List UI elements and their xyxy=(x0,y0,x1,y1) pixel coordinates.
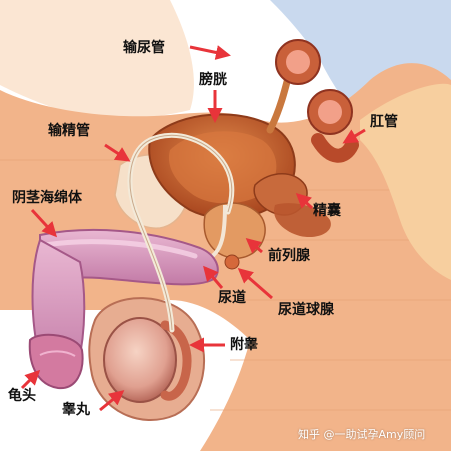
label-epididymis: 附睾 xyxy=(230,337,258,353)
arrow-rectum xyxy=(342,128,366,144)
glans-shape xyxy=(28,333,84,390)
arrow-seminal xyxy=(295,192,314,210)
penis-corpus xyxy=(42,239,198,259)
background-light-region xyxy=(0,0,194,118)
label-ureter: 输尿管 xyxy=(123,40,165,56)
label-bladder: 膀胱 xyxy=(199,72,227,88)
label-rectum: 肛管 xyxy=(370,114,398,130)
background-blue-region xyxy=(150,0,451,200)
arrow-urethra xyxy=(203,265,224,289)
arrow-glans xyxy=(20,369,41,390)
arrow-testis xyxy=(99,390,125,412)
bone-region xyxy=(360,83,451,280)
seminal-vesicle-lower xyxy=(274,203,331,238)
arrow-corpus xyxy=(30,208,58,238)
testis-shape xyxy=(103,317,177,403)
label-seminal-vesicle: 精囊 xyxy=(313,203,341,219)
annotation-arrows xyxy=(20,45,366,412)
bulbourethral-gland-shape xyxy=(224,254,240,270)
label-corpus-cavernosum: 阴茎海绵体 xyxy=(12,190,82,206)
label-vas-deferens: 输精管 xyxy=(48,123,90,139)
label-testis: 睾丸 xyxy=(62,402,90,418)
arrow-prostate xyxy=(245,238,263,254)
arrow-bulbourethral xyxy=(237,268,273,300)
label-urethra: 尿道 xyxy=(218,290,246,306)
bladder-inner xyxy=(168,131,277,204)
label-glans: 龟头 xyxy=(8,388,36,404)
rectum-rings xyxy=(307,89,359,163)
label-prostate: 前列腺 xyxy=(268,248,310,264)
label-bulbourethral-gland: 尿道球腺 xyxy=(278,302,334,318)
arrow-ureter xyxy=(189,45,231,60)
upper-bowel xyxy=(275,39,321,85)
watermark: 知乎 @一助试孕Amy顾问 xyxy=(298,428,426,441)
arrow-vas-deferens xyxy=(104,143,131,162)
epididymis-shape xyxy=(160,320,192,401)
